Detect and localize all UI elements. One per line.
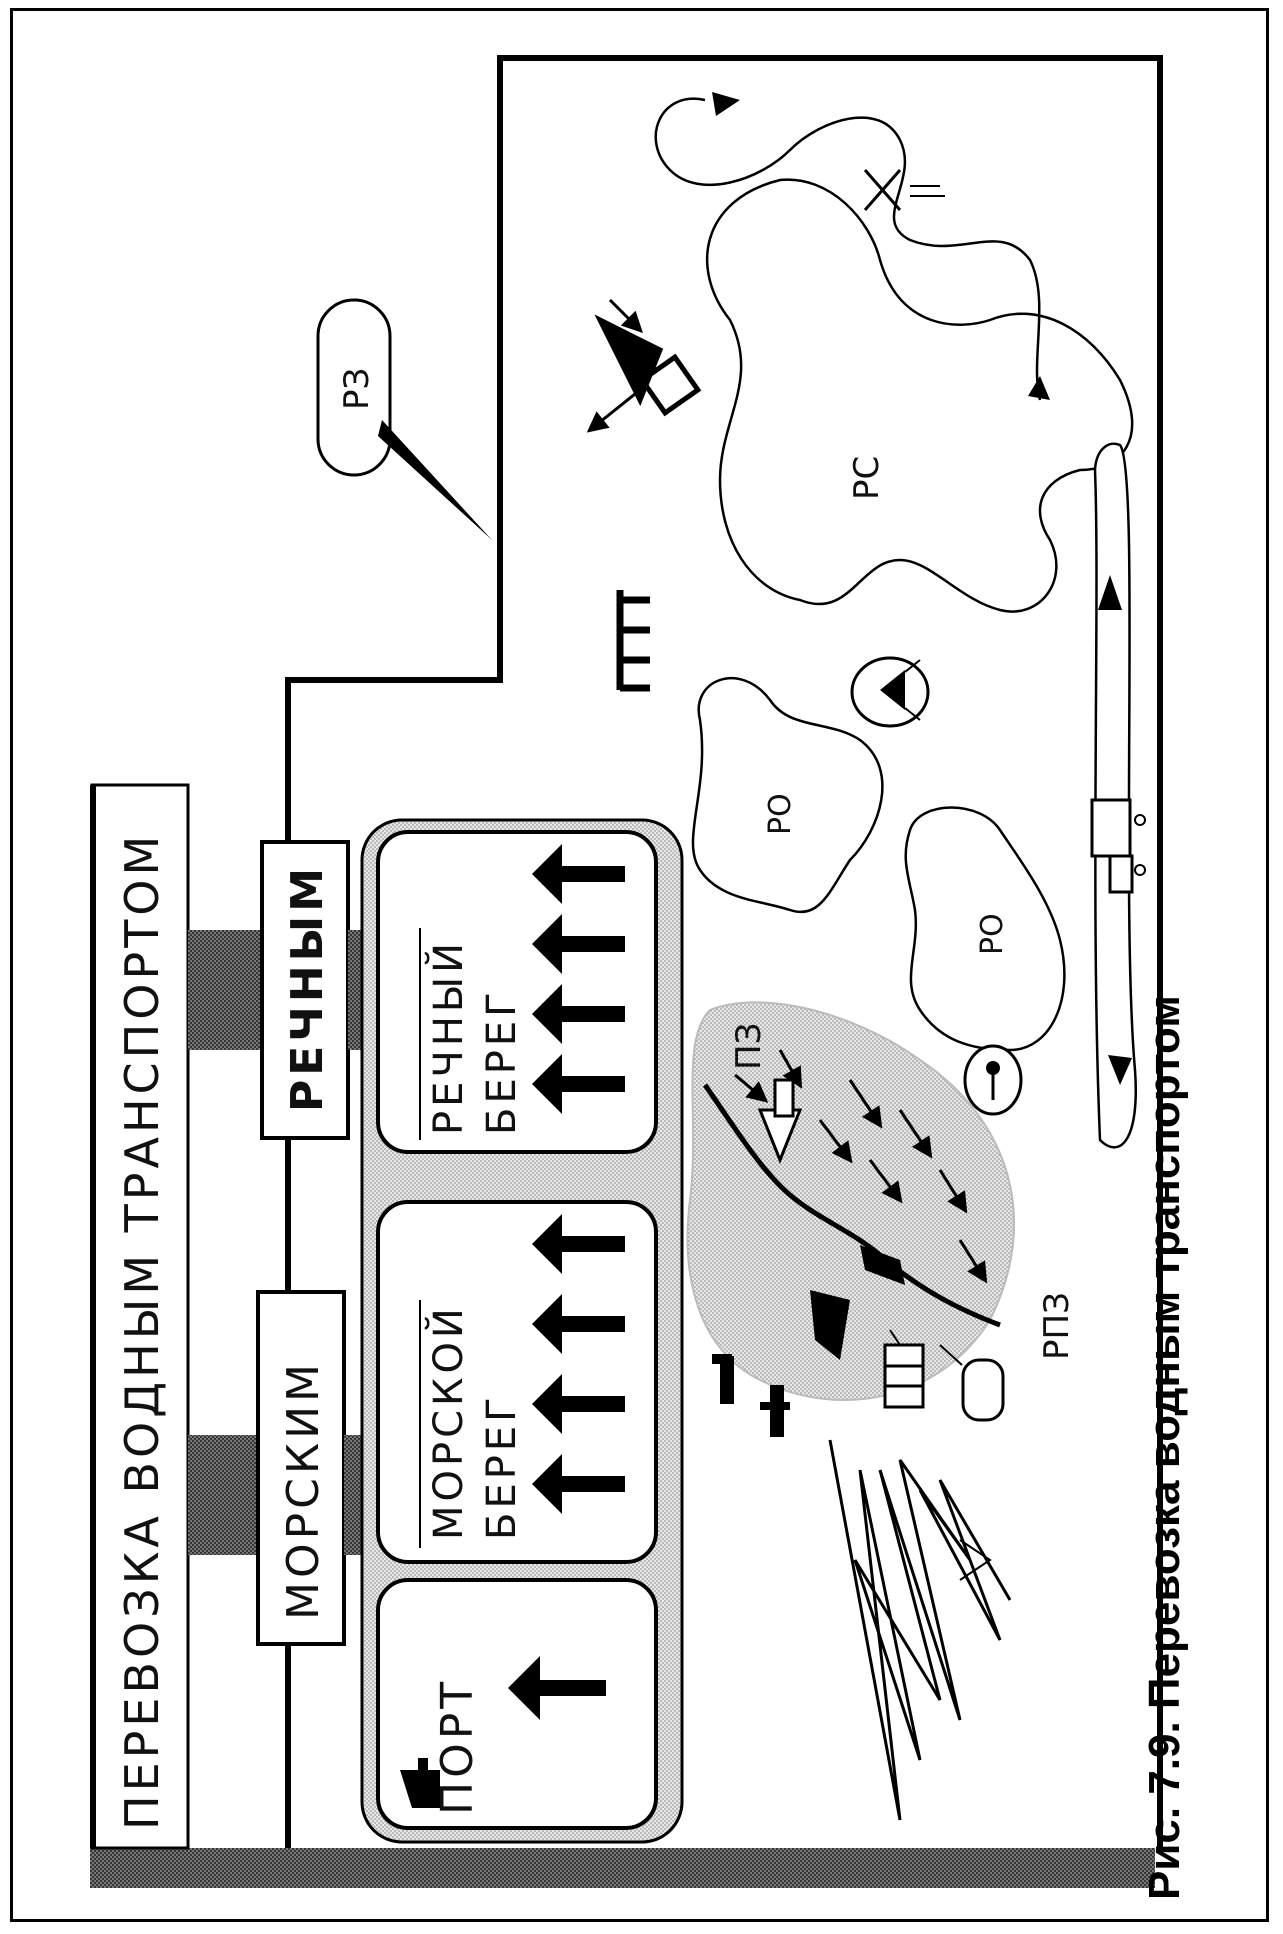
base-bar [90, 1848, 1155, 1888]
rpz-label: РПЗ [1037, 1292, 1077, 1360]
route-arrow-icon [712, 92, 740, 116]
branch-river-label: РЕЧНЫМ [282, 864, 333, 1112]
convoy-route [1092, 444, 1145, 1148]
header-title: ПЕРЕВОЗКА ВОДНЫМ ТРАНСПОРТОМ [115, 832, 169, 1830]
ro-zone-2: РО [906, 808, 1065, 1051]
pier-icon [620, 590, 650, 690]
pz-label: ПЗ [729, 1023, 769, 1070]
ro-label-2: РО [975, 913, 1010, 955]
tugboat-icon [590, 300, 698, 430]
landing-zone: ПЗ РПЗ [688, 1002, 1077, 1400]
rz-zone: РЗ [318, 300, 492, 540]
sea-shore-box: МОРСКОЙ БЕРЕГ [378, 1202, 656, 1562]
rz-label: РЗ [337, 368, 377, 410]
mine-icon [852, 658, 928, 726]
river-shore-line2: БЕРЕГ [479, 988, 525, 1135]
zigzag-track [830, 1440, 1010, 1820]
connector-river [188, 930, 266, 1050]
branch-sea-label: МОРСКИМ [278, 1360, 329, 1620]
ro-zone-1: РО [693, 678, 882, 912]
port-box: ПОРТ [378, 1580, 656, 1828]
aircraft-icon [865, 170, 945, 210]
rs-label: РС [847, 456, 887, 500]
sea-shore-line2: БЕРЕГ [479, 1393, 525, 1540]
river-shore-box: РЕЧНЫЙ БЕРЕГ [378, 832, 656, 1152]
ro-label-1: РО [763, 793, 798, 835]
submarine-icon [965, 1046, 1021, 1114]
sea-shore-line1: МОРСКОЙ [424, 1304, 472, 1540]
connector-sea [188, 1435, 266, 1555]
figure-caption: Рис. 7.9. Перевозка водным транспортом [1140, 995, 1190, 1900]
river-shore-line1: РЕЧНЫЙ [424, 939, 472, 1135]
